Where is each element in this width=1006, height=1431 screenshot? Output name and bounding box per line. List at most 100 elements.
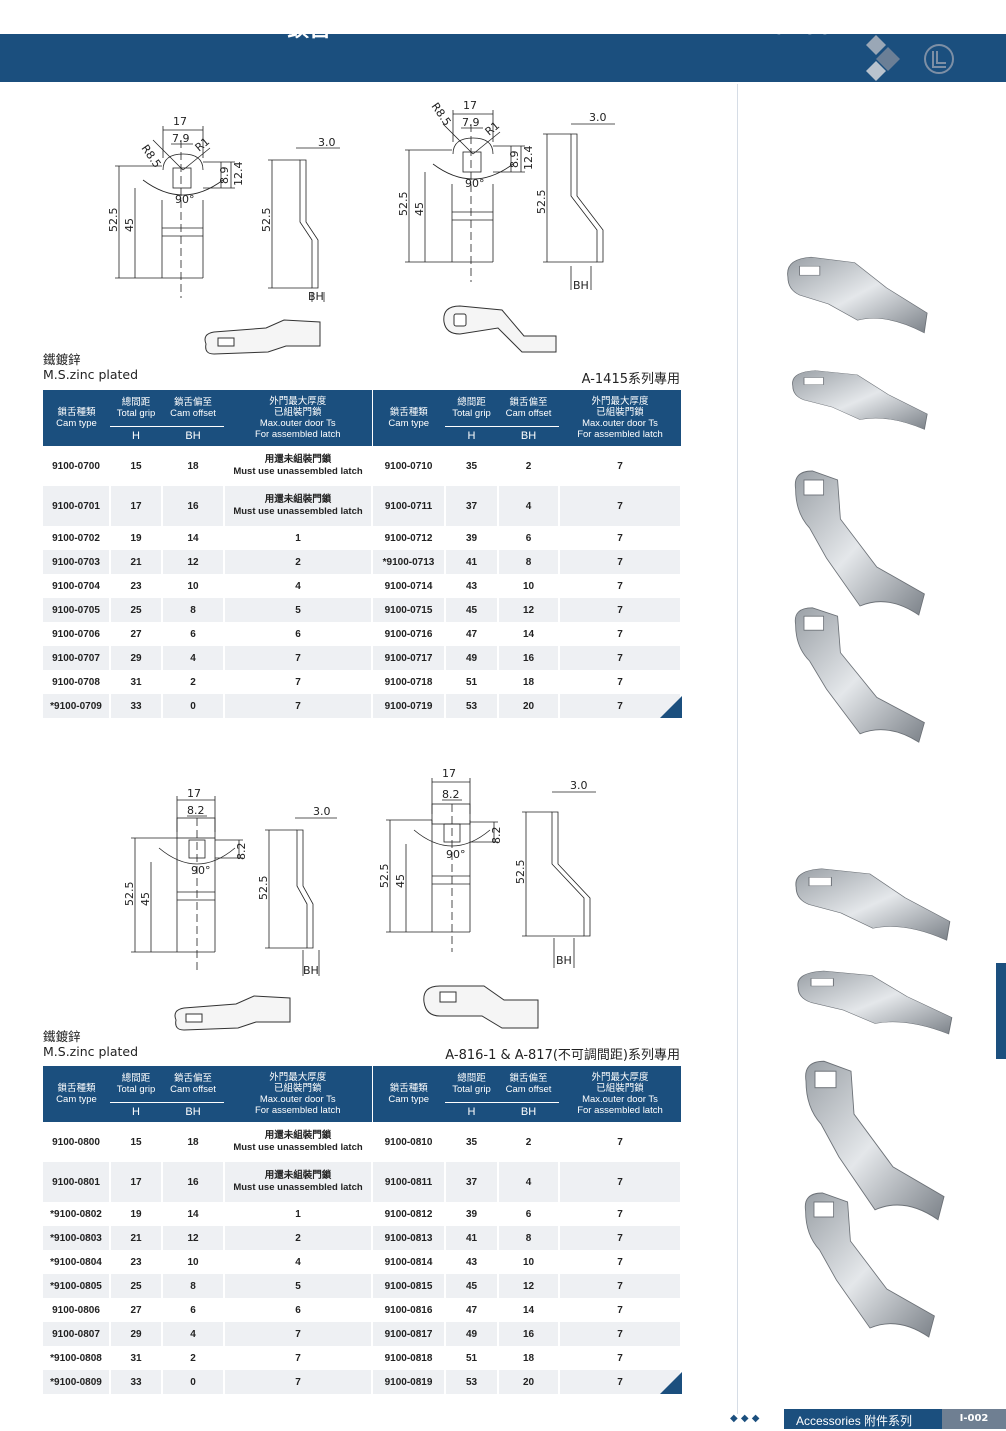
column-divider — [737, 84, 738, 1414]
table-cell: 14 — [162, 526, 225, 550]
header-bh-2: BH — [498, 1101, 559, 1122]
table-cell: 41 — [445, 1226, 499, 1250]
table-cell: 51 — [445, 670, 499, 694]
table-cell: 7 — [559, 598, 682, 622]
table-cell: 37 — [445, 1162, 499, 1202]
table-cell: 5 — [224, 1274, 373, 1298]
brand-logo-icon — [924, 44, 954, 74]
drawing-front-view-2: 17 7.9 R8.5 R1 90° 8.9 12.4 52.5 45 — [397, 99, 535, 282]
table-cell: 31 — [110, 670, 163, 694]
header-h: H — [110, 425, 162, 446]
table-cell: 8 — [162, 598, 225, 622]
table-corner-accent — [660, 1372, 682, 1394]
drawing-side-view-3: 3.0 52.5 BH — [257, 805, 337, 977]
table-cell: 14 — [162, 1202, 225, 1226]
table-cell: 12 — [498, 598, 560, 622]
cam-3d-sketch-1 — [204, 319, 321, 355]
material-cn: 鐵鍍鋅 — [43, 352, 81, 367]
dim-52-5: 52.5 — [378, 864, 391, 889]
cam-3d-sketch-4 — [423, 985, 539, 1029]
table-cell: 2 — [162, 1346, 225, 1370]
table-cell: 9100-0719 — [372, 694, 446, 718]
table-cell: 47 — [445, 622, 499, 646]
dim-bh: BH — [573, 279, 589, 292]
dim-52-5-side: 52.5 — [257, 876, 270, 901]
drawing-front-view-3: 17 8.2 90° 8.2 52.5 45 — [123, 787, 248, 972]
table-cell: 23 — [110, 574, 163, 598]
page-number: I-002 — [942, 1409, 1006, 1429]
table-cell: 9100-0710 — [372, 446, 446, 486]
table-cell: 9100-0716 — [372, 622, 446, 646]
table-cell: 9100-0711 — [372, 486, 446, 526]
table-cell: 9100-0806 — [43, 1298, 111, 1322]
table-cell: 33 — [110, 694, 163, 718]
table-cell: 10 — [498, 574, 560, 598]
table-cell: 2 — [224, 550, 373, 574]
table-cell: 29 — [110, 1322, 163, 1346]
header-separator-2: I — [600, 10, 607, 35]
dim-8-2: 8.2 — [442, 788, 460, 801]
table-cell: *9100-0709 — [43, 694, 111, 718]
table-cell: 14 — [498, 622, 560, 646]
table-cell: 4 — [498, 1162, 560, 1202]
table-cell: 19 — [110, 1202, 163, 1226]
table-cell: 12 — [162, 1226, 225, 1250]
cam-product-photo — [794, 607, 925, 743]
dim-3-0: 3.0 — [570, 779, 588, 792]
table-cell: 9100-0801 — [43, 1162, 111, 1202]
table-cell: 10 — [162, 574, 225, 598]
table-cell: 7 — [559, 550, 682, 574]
table-cell: 9100-0810 — [372, 1122, 446, 1162]
table-cell: 6 — [224, 1298, 373, 1322]
diamonds-icon — [866, 35, 900, 81]
dim-45: 45 — [139, 892, 152, 906]
dim-8-2-side: 8.2 — [490, 827, 503, 845]
material-en: M.S.zinc plated — [43, 1044, 139, 1059]
header-h-2: H — [445, 1101, 498, 1122]
table-cell: 5 — [224, 598, 373, 622]
table-cell: 7 — [559, 1226, 682, 1250]
table-cell: 9100-0718 — [372, 670, 446, 694]
table-cell: 7 — [224, 1322, 373, 1346]
dim-r1: R1 — [483, 119, 503, 138]
drawing-side-view-4: 3.0 52.5 BH — [514, 779, 596, 968]
table-cell: 20 — [498, 694, 560, 718]
dim-8-2-side: 8.2 — [235, 843, 248, 861]
dim-7-9: 7.9 — [462, 116, 480, 129]
table-cell: 9100-0715 — [372, 598, 446, 622]
table-cell: 45 — [445, 598, 499, 622]
table-cell: 43 — [445, 574, 499, 598]
table-cell: 39 — [445, 526, 499, 550]
table-cell: 9100-0708 — [43, 670, 111, 694]
material-label-1: 鐵鍍鋅 M.S.zinc plated — [43, 352, 138, 382]
cam-3d-sketch-2 — [443, 305, 557, 353]
table-cell: 12 — [498, 1274, 560, 1298]
table-cell: 7 — [559, 646, 682, 670]
table-cell: 9100-0813 — [372, 1226, 446, 1250]
table-cell: 18 — [162, 1122, 225, 1162]
cam-product-photo — [792, 370, 928, 430]
table-cell: 1 — [224, 1202, 373, 1226]
table-cell: 4 — [162, 646, 225, 670]
table-cell: 25 — [110, 1274, 163, 1298]
table-cell: *9100-0808 — [43, 1346, 111, 1370]
drawing-side-view-2: 3.0 52.5 BH — [535, 111, 615, 292]
table-cell: 49 — [445, 1322, 499, 1346]
table-cell: 10 — [498, 1250, 560, 1274]
table-cell: 9100-0700 — [43, 446, 111, 486]
material-label-2: 鐵鍍鋅 M.S.zinc plated — [43, 1029, 138, 1059]
table-cell: 6 — [224, 622, 373, 646]
table-corner-accent — [660, 696, 682, 718]
table-cell: 9100-0701 — [43, 486, 111, 526]
table-cell: 7 — [559, 1202, 682, 1226]
